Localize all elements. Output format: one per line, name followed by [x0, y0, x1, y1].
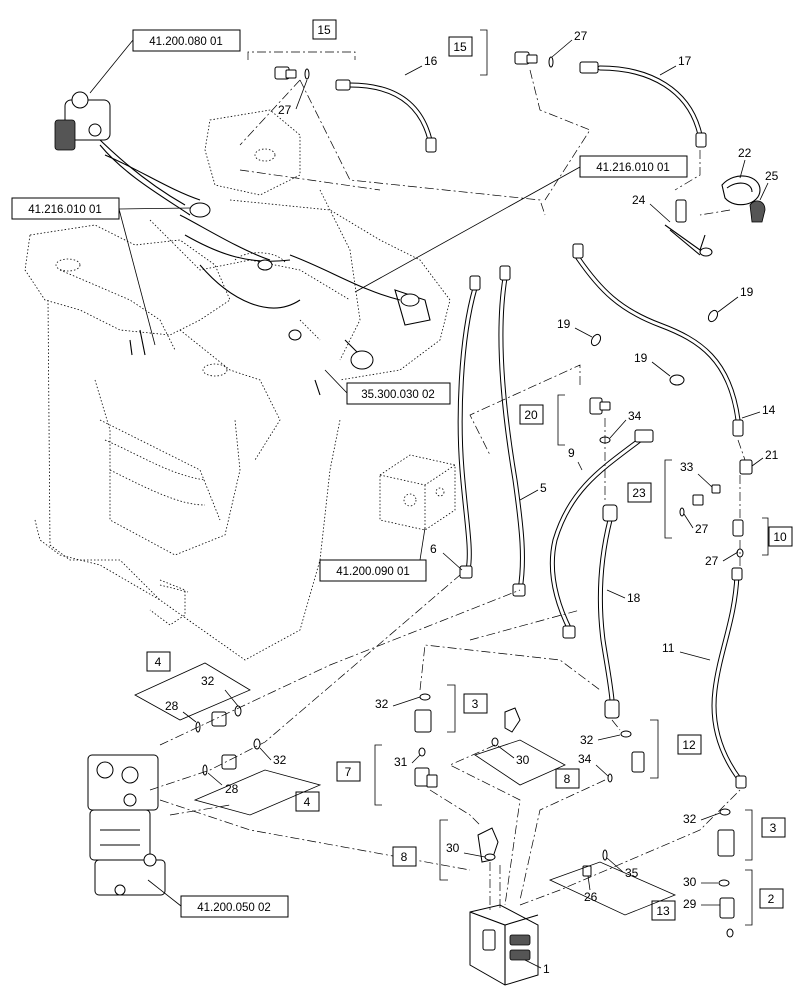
callout-5: 5: [540, 481, 547, 495]
fitting-15-right: [514, 51, 591, 201]
fittings-12: [519, 719, 645, 901]
hose-11: [711, 567, 747, 789]
o-rings-19: [590, 309, 719, 386]
ref-41-216-010-01-left: 41.216.010 01: [28, 204, 102, 216]
valve-bank: [87, 754, 166, 896]
reference-boxes: 41.200.080 01 41.216.010 01 41.216.010 0…: [11, 29, 688, 918]
fittings-21-33-27-10: [679, 439, 753, 570]
callout-10: 10: [773, 530, 787, 544]
callout-30-b: 30: [446, 841, 460, 855]
fittings-26-35: [519, 789, 741, 906]
callout-27-a: 27: [278, 103, 292, 117]
callout-28-a: 28: [165, 699, 179, 713]
frame-hoses: [94, 134, 431, 396]
plain-callouts: 16 27 27 17 22 25 24 19 19 19 14 34 9 21…: [165, 29, 779, 976]
ref-box-41-200-050-02: [180, 895, 289, 918]
tee-fitting-24: [664, 199, 713, 257]
hose-6: [457, 275, 481, 579]
callout-6: 6: [430, 542, 437, 556]
fittings-28-32-upper: [159, 589, 521, 746]
steering-valve: [54, 91, 111, 151]
ref-box-41-216-010-01-right: [579, 155, 688, 178]
callout-32-b: 32: [375, 697, 389, 711]
fitting-20: [469, 364, 611, 500]
callout-30-c: 30: [683, 875, 697, 889]
callout-3-right: 3: [770, 821, 777, 835]
callout-13: 13: [656, 904, 670, 918]
callout-12: 12: [682, 738, 696, 752]
callout-32-d: 32: [580, 733, 594, 747]
callout-34-b: 34: [578, 752, 592, 766]
hose-16: [335, 79, 437, 153]
fittings-28-32-lower: [149, 574, 461, 791]
hose-5: [498, 265, 526, 597]
callout-1: 1: [543, 962, 550, 976]
callout-2: 2: [768, 892, 775, 906]
callout-26: 26: [584, 890, 598, 904]
callout-15-right: 15: [453, 40, 467, 54]
hose-18: [597, 504, 620, 719]
control-valve: [469, 904, 539, 986]
callout-19-b: 19: [557, 317, 571, 331]
elbow-8-upper: [449, 707, 521, 906]
callout-30-a: 30: [516, 753, 530, 767]
callout-19-a: 19: [740, 285, 754, 299]
hose-9: [549, 429, 654, 639]
fittings-center-3: [414, 693, 481, 826]
callout-11: 11: [662, 641, 675, 655]
callout-27-c: 27: [695, 522, 709, 536]
callout-4-lower: 4: [304, 795, 311, 809]
callout-33: 33: [680, 460, 694, 474]
callout-32-e: 32: [683, 812, 697, 826]
callout-15-left: 15: [317, 23, 331, 37]
hose-14: [572, 243, 744, 437]
callout-21: 21: [765, 448, 779, 462]
callout-32-a: 32: [201, 674, 215, 688]
callout-34-a: 34: [628, 409, 642, 423]
callout-8-lower: 8: [401, 850, 408, 864]
callout-27-d: 27: [705, 554, 719, 568]
ref-35-300-030-02: 35.300.030 02: [361, 389, 435, 401]
clamp-22: [721, 175, 761, 206]
callout-28-b: 28: [225, 782, 239, 796]
callout-17: 17: [678, 54, 692, 68]
callout-19-c: 19: [634, 351, 648, 365]
ref-box-41-216-010-01-left: [11, 197, 120, 220]
callout-29: 29: [683, 897, 697, 911]
fittings-right-2-3: [717, 808, 735, 938]
ref-41-200-050-02: 41.200.050 02: [197, 902, 271, 914]
callout-20: 20: [524, 408, 538, 422]
callout-14: 14: [762, 403, 776, 417]
callout-8-upper: 8: [564, 772, 571, 786]
machine-frame: [24, 109, 451, 661]
ref-41-200-090-01: 41.200.090 01: [336, 566, 410, 578]
ref-box-41-200-090-01: [319, 559, 427, 582]
ref-41-216-010-01-right: 41.216.010 01: [596, 162, 670, 174]
valve-block: [379, 454, 456, 531]
callout-18: 18: [627, 591, 641, 605]
callout-4-upper: 4: [155, 655, 162, 669]
callout-32-c: 32: [273, 753, 287, 767]
ref-box-35-300-030-02: [346, 382, 451, 405]
hose-17: [579, 61, 707, 148]
callout-7: 7: [345, 765, 352, 779]
callout-35: 35: [625, 866, 639, 880]
callout-16: 16: [424, 54, 438, 68]
callout-23: 23: [632, 486, 646, 500]
callout-27-b: 27: [574, 29, 588, 43]
elbow-8-lower: [477, 827, 501, 910]
ref-41-200-080-01: 41.200.080 01: [149, 36, 223, 48]
callout-24: 24: [632, 193, 646, 207]
bracket-25: [749, 200, 766, 223]
callout-25: 25: [765, 169, 779, 183]
callout-3-center: 3: [472, 697, 479, 711]
fitting-15-left: [239, 51, 356, 146]
callout-9: 9: [568, 446, 575, 460]
callout-22: 22: [738, 146, 752, 160]
boxed-callouts: 15 15 20 23 10 4 3 12 7 8 4 3: [134, 19, 793, 926]
callout-31: 31: [394, 755, 408, 769]
